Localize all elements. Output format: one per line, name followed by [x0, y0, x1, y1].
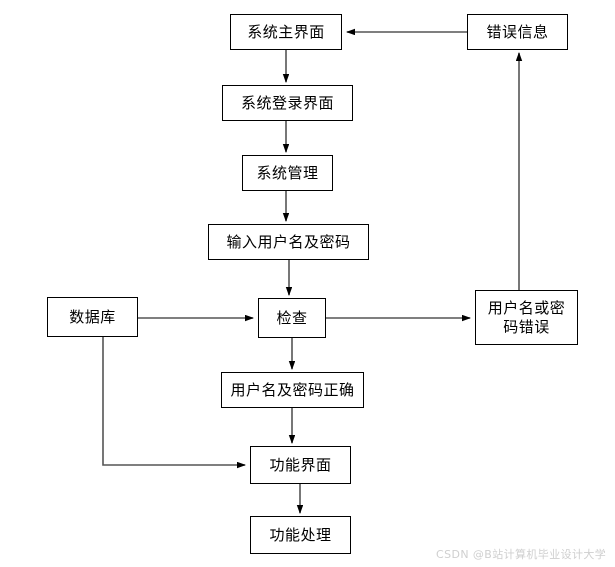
node-database-label: 数据库	[69, 307, 116, 326]
node-system-manage[interactable]: 系统管理	[242, 155, 333, 191]
node-login-ui[interactable]: 系统登录界面	[222, 85, 353, 121]
node-database[interactable]: 数据库	[47, 297, 138, 337]
node-error-info-label: 错误信息	[486, 22, 549, 41]
node-function-ui[interactable]: 功能界面	[250, 446, 351, 484]
node-error-info[interactable]: 错误信息	[467, 14, 568, 50]
node-login-ui-label: 系统登录界面	[240, 93, 334, 112]
node-input-credentials[interactable]: 输入用户名及密码	[208, 224, 369, 260]
node-credential-error[interactable]: 用户名或密 码错误	[475, 290, 578, 345]
edge-db-to-func	[102, 337, 246, 469]
node-credential-correct-label: 用户名及密码正确	[230, 380, 355, 399]
node-main-ui[interactable]: 系统主界面	[230, 14, 342, 50]
node-main-ui-label: 系统主界面	[247, 22, 325, 41]
node-input-credentials-label: 输入用户名及密码	[226, 232, 351, 251]
node-credential-error-label: 用户名或密 码错误	[487, 298, 566, 336]
node-function-process[interactable]: 功能处理	[250, 516, 351, 554]
watermark-text: CSDN @B站计算机毕业设计大学	[436, 548, 607, 561]
node-system-manage-label: 系统管理	[256, 163, 319, 182]
node-credential-correct[interactable]: 用户名及密码正确	[221, 372, 364, 408]
node-function-process-label: 功能处理	[269, 525, 332, 544]
node-function-ui-label: 功能界面	[269, 455, 332, 474]
node-check[interactable]: 检查	[258, 298, 326, 338]
node-check-label: 检查	[276, 308, 308, 327]
